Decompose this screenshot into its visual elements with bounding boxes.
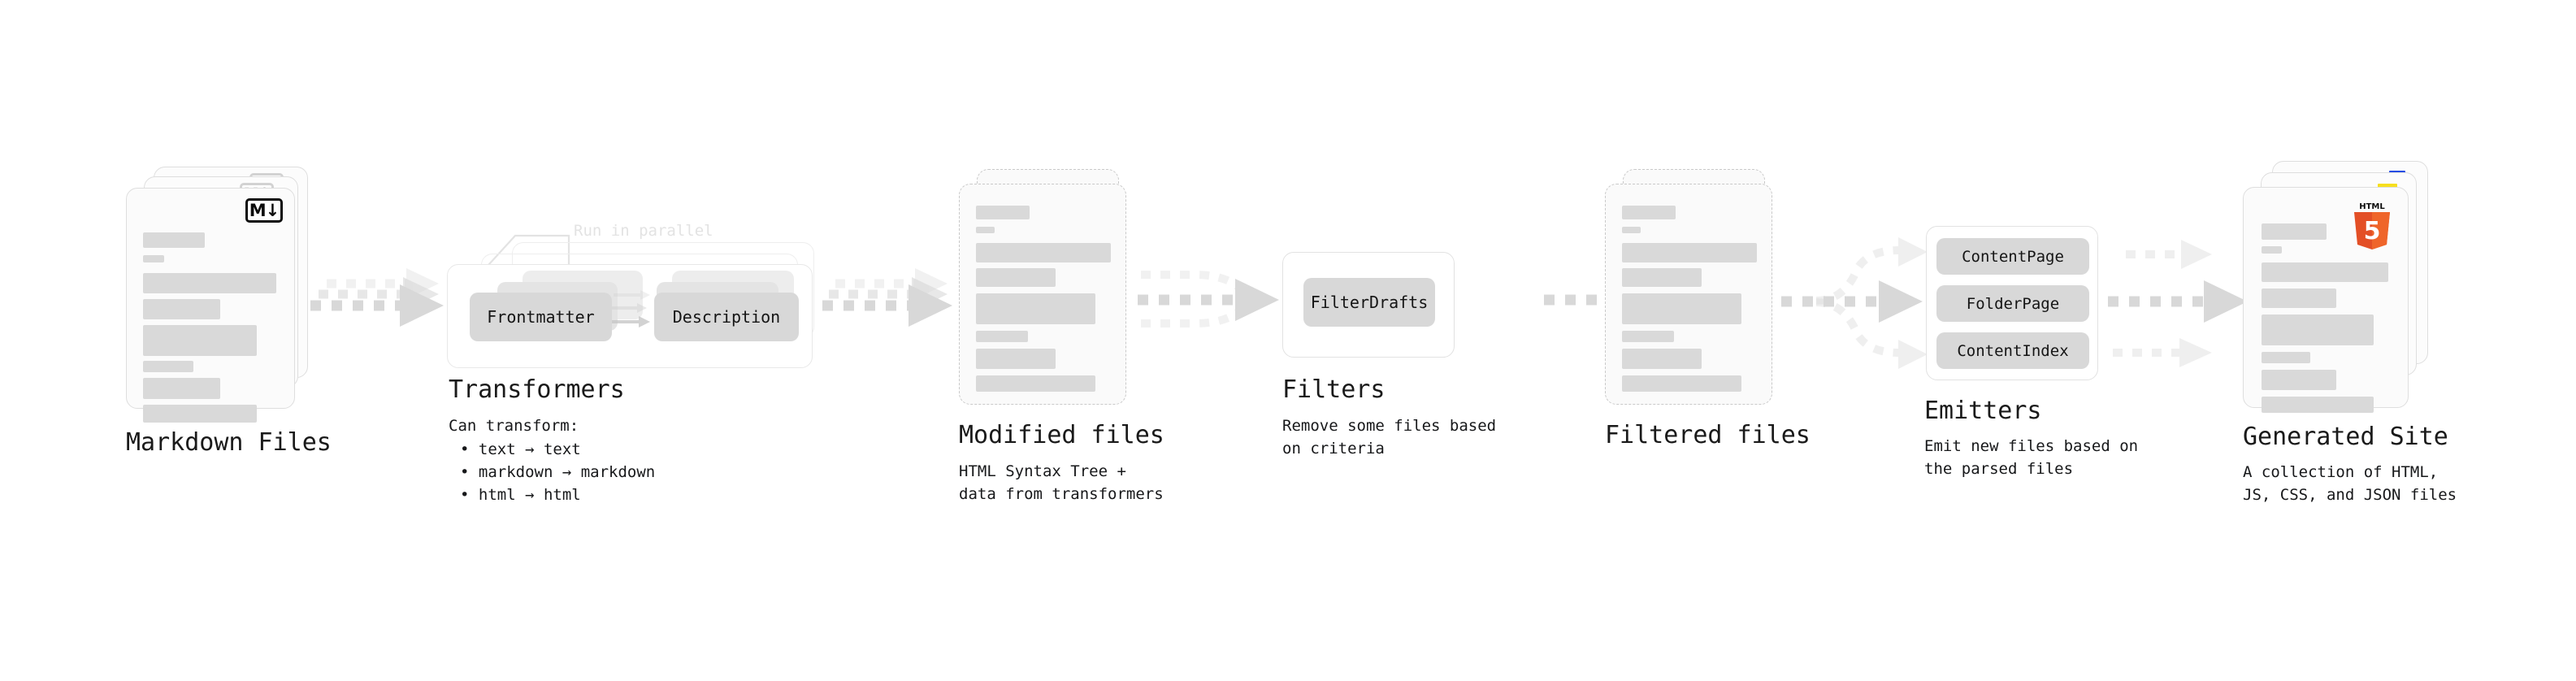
skeleton-line xyxy=(143,405,257,423)
stage-desc-modified-files: HTML Syntax Tree + data from transformer… xyxy=(959,462,1164,503)
stage-title-transformers: Transformers xyxy=(449,375,625,404)
transformer-inner-arrows xyxy=(606,290,650,327)
stage-filters-box: FilterDrafts xyxy=(1282,252,1455,358)
stage-markdown-files: M↓ M↓ M↓ xyxy=(126,167,313,423)
skeleton-line xyxy=(2262,262,2388,282)
stage-filtered-files xyxy=(1605,169,1792,413)
markdown-card-front: M↓ xyxy=(126,188,295,423)
filter-node-filterdrafts[interactable]: FilterDrafts xyxy=(1303,278,1435,327)
skeleton-line xyxy=(1622,293,1741,324)
skeleton-line xyxy=(2262,288,2336,308)
skeleton-line xyxy=(976,349,1056,369)
stage-title-filters: Filters xyxy=(1282,375,1386,404)
skeleton-line xyxy=(1622,331,1674,342)
transformer-node-description[interactable]: Description xyxy=(654,293,799,341)
skeleton-line xyxy=(143,232,205,248)
stage-title-markdown-files: Markdown Files xyxy=(126,428,332,457)
skeleton-line xyxy=(2262,223,2327,240)
skeleton-line xyxy=(2262,314,2374,345)
skeleton-line xyxy=(976,243,1111,262)
stage-emitters-box: ContentPage FolderPage ContentIndex xyxy=(1926,226,2098,380)
skeleton-line xyxy=(1622,243,1757,262)
stage-desc-generated-site: A collection of HTML, JS, CSS, and JSON … xyxy=(2243,463,2457,504)
skeleton-line xyxy=(143,273,276,293)
connector-filtered-to-emitters xyxy=(1781,237,1928,369)
skeleton-line xyxy=(1622,349,1702,369)
connector-modified-to-filters xyxy=(1138,271,1279,327)
modified-card-front xyxy=(959,184,1126,405)
skeleton-line xyxy=(976,227,995,233)
stage-transformers: Run in parallel Frontmatter Frontmatter … xyxy=(447,195,829,368)
skeleton-line xyxy=(976,293,1095,324)
skeleton-line xyxy=(2262,352,2310,363)
svg-text:HTML: HTML xyxy=(2359,202,2385,211)
site-card-front: HTML 5 xyxy=(2243,187,2409,413)
stage-title-filtered-files: Filtered files xyxy=(1605,421,1811,449)
stage-title-generated-site: Generated Site xyxy=(2243,423,2448,451)
emitter-node-contentindex[interactable]: ContentIndex xyxy=(1936,332,2089,369)
skeleton-line xyxy=(976,375,1095,392)
html5-logo-icon: HTML 5 xyxy=(2354,202,2390,249)
filtered-card-front xyxy=(1605,184,1772,405)
skeleton-line xyxy=(976,268,1056,287)
skeleton-line xyxy=(1622,268,1702,287)
skeleton-line xyxy=(2262,370,2336,390)
skeleton-line xyxy=(143,361,193,372)
connector-md-to-transformers xyxy=(310,268,444,327)
skeleton-line xyxy=(1622,227,1641,233)
stage-generated-site: CSS HTML 5 xyxy=(2243,161,2438,413)
stage-bullets-transformers: • text → text • markdown → markdown • ht… xyxy=(460,440,656,504)
run-in-parallel-label: Run in parallel xyxy=(574,222,713,240)
stage-desc-transformers: Can transform: xyxy=(449,417,579,435)
stage-modified-files xyxy=(959,169,1146,413)
skeleton-line xyxy=(2262,246,2282,254)
skeleton-line xyxy=(976,206,1030,219)
skeleton-line xyxy=(1622,375,1741,392)
transformer-node-frontmatter[interactable]: Frontmatter xyxy=(470,293,612,341)
stage-title-emitters: Emitters xyxy=(1924,397,2042,425)
emitter-node-contentpage[interactable]: ContentPage xyxy=(1936,238,2089,275)
stage-desc-filters: Remove some files based on criteria xyxy=(1282,417,1497,458)
svg-text:5: 5 xyxy=(2364,217,2381,245)
connector-emitters-to-site xyxy=(2108,240,2248,367)
run-in-parallel-bracket xyxy=(480,234,570,274)
skeleton-line xyxy=(1622,206,1676,219)
skeleton-line xyxy=(143,378,220,399)
skeleton-line xyxy=(143,325,257,356)
markdown-badge-icon: M↓ xyxy=(245,198,283,223)
connector-transformers-to-modified xyxy=(822,268,952,327)
stage-title-modified-files: Modified files xyxy=(959,421,1164,449)
skeleton-line xyxy=(976,331,1028,342)
skeleton-line xyxy=(2262,397,2374,413)
skeleton-line xyxy=(143,299,220,319)
skeleton-line xyxy=(143,255,164,262)
stage-desc-emitters: Emit new files based on the parsed files xyxy=(1924,437,2139,478)
emitter-node-folderpage[interactable]: FolderPage xyxy=(1936,285,2089,322)
